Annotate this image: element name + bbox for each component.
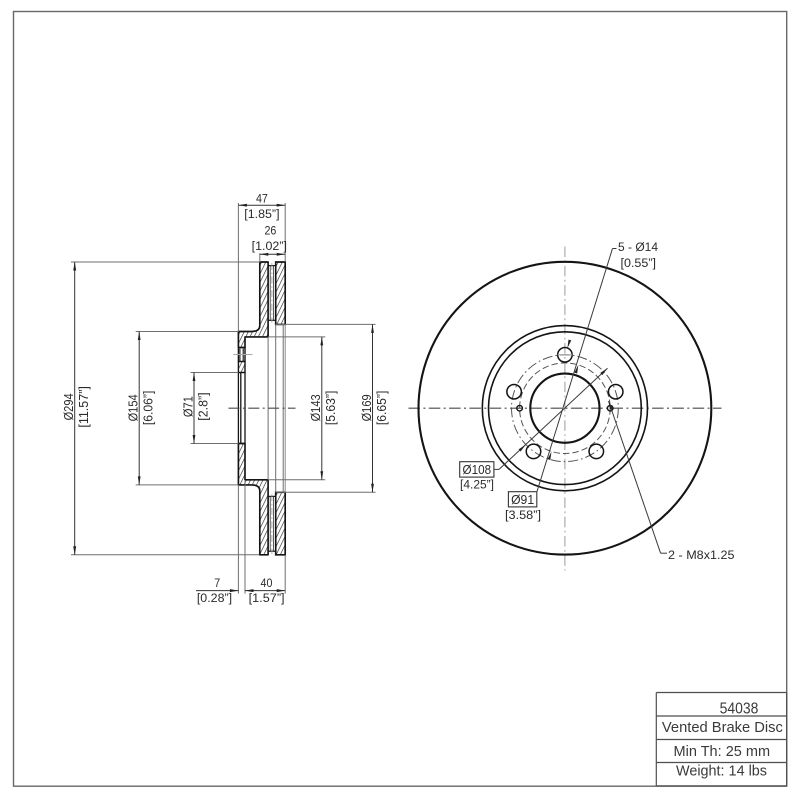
- svg-text:2 - M8x1.25: 2 - M8x1.25: [668, 548, 735, 562]
- svg-text:[1.57”]: [1.57”]: [249, 591, 285, 605]
- svg-text:[6.65”]: [6.65”]: [374, 391, 389, 426]
- svg-text:Ø169: Ø169: [359, 394, 374, 421]
- svg-text:[11.57”]: [11.57”]: [76, 386, 91, 428]
- svg-text:[1.02”]: [1.02”]: [252, 239, 287, 253]
- svg-text:5 - Ø14: 5 - Ø14: [618, 240, 658, 254]
- svg-text:54038: 54038: [720, 700, 759, 717]
- svg-text:[1.85”]: [1.85”]: [244, 207, 279, 221]
- svg-text:Ø71: Ø71: [180, 396, 195, 417]
- svg-text:[2.8”]: [2.8”]: [195, 392, 210, 420]
- svg-text:Ø294: Ø294: [61, 393, 76, 420]
- svg-text:Ø154: Ø154: [126, 394, 141, 421]
- svg-text:[4.25”]: [4.25”]: [460, 477, 494, 491]
- svg-text:Ø91: Ø91: [511, 493, 534, 507]
- svg-text:[6.06”]: [6.06”]: [141, 391, 156, 426]
- svg-text:Vented Brake Disc: Vented Brake Disc: [662, 720, 783, 736]
- svg-text:26: 26: [264, 223, 276, 237]
- svg-text:[0.55”]: [0.55”]: [621, 256, 657, 270]
- svg-text:Min Th: 25 mm: Min Th: 25 mm: [674, 744, 771, 760]
- svg-text:Ø143: Ø143: [308, 394, 323, 421]
- svg-text:Weight: 14 lbs: Weight: 14 lbs: [676, 764, 767, 780]
- svg-text:[0.28”]: [0.28”]: [197, 591, 232, 605]
- svg-text:[5.63”]: [5.63”]: [323, 391, 338, 426]
- svg-text:40: 40: [261, 576, 273, 590]
- svg-text:[3.58”]: [3.58”]: [505, 508, 541, 522]
- svg-text:47: 47: [256, 192, 268, 206]
- svg-text:Ø108: Ø108: [463, 463, 492, 477]
- svg-text:7: 7: [214, 576, 220, 590]
